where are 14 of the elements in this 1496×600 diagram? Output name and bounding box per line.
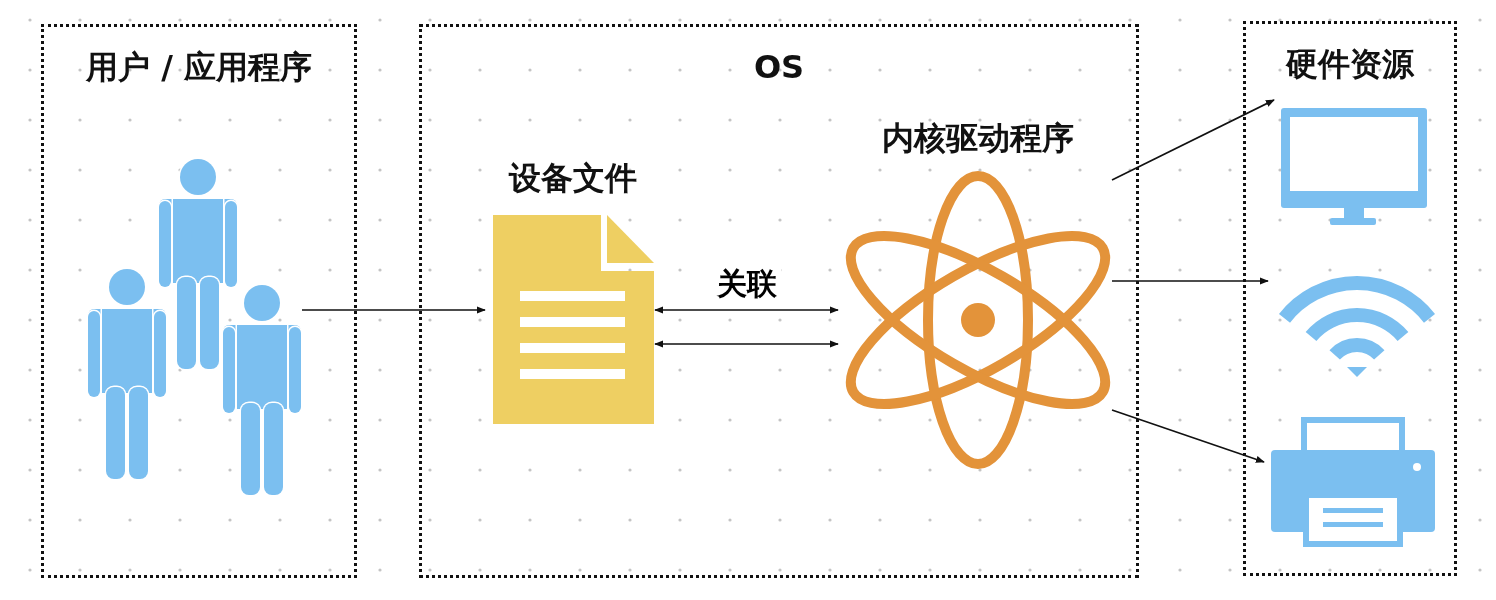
arrow [1111,409,1265,463]
arrow [301,306,486,314]
group-box [41,24,357,578]
arrow [654,340,839,348]
group-heading: 硬件资源 [1286,44,1414,84]
arrow [1111,99,1275,181]
icon-heading: 设备文件 [509,158,637,198]
group-heading: OS [753,47,805,87]
arrow [654,306,839,314]
arrow [1111,277,1269,285]
group-heading: 用户 / 应用程序 [86,47,312,87]
group-box [419,24,1139,578]
icon-heading: 内核驱动程序 [882,118,1074,158]
group-box [1243,21,1457,576]
